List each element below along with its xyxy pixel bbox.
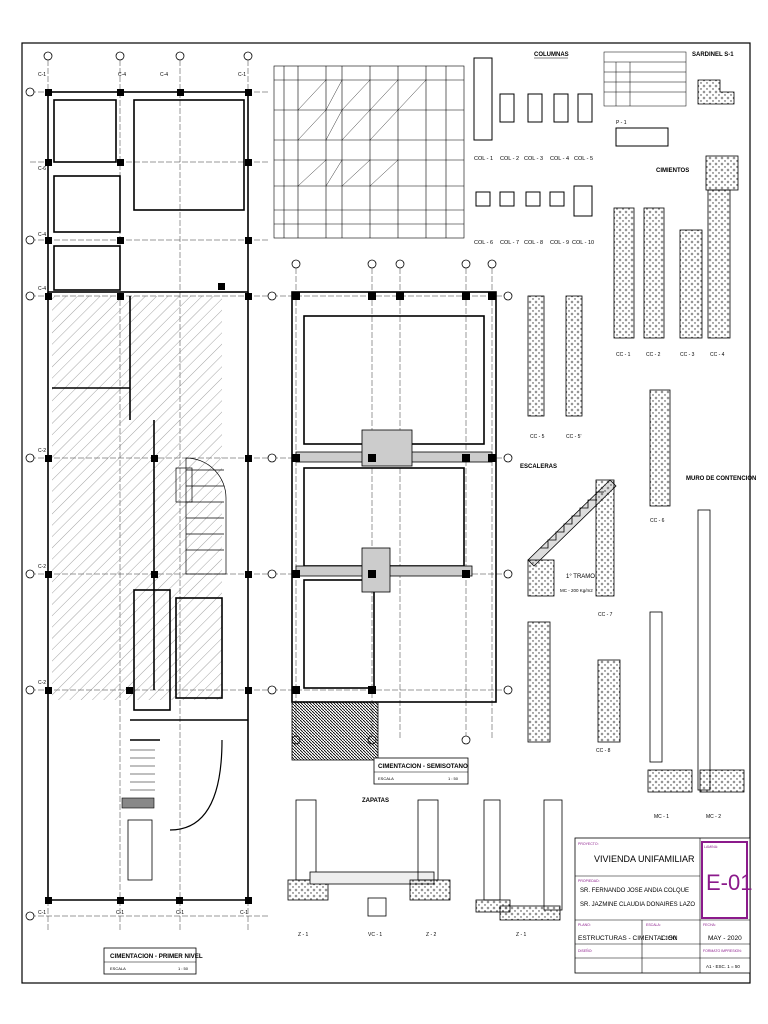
svg-text:CC - 7: CC - 7 (598, 612, 613, 618)
cimientos-section: CIMIENTOS CC - 1 CC - 2 CC - 3 CC - 4 CC - … (527, 155, 739, 524)
sheet-label: LAMINA: (704, 845, 718, 849)
sheet-border (21, 42, 751, 984)
svg-text:C-2: C-2 (38, 680, 46, 686)
columnas-section: COLUMNAS COL - 1 COL - 2 COL - 3 COL - 4 COL… (473, 52, 594, 246)
plan-semisotano-scale-label: ESCALA (378, 776, 394, 781)
plan-primer-nivel-scale-label: ESCALA (110, 966, 126, 971)
title-block: PROYECTO: VIVIENDA UNIFAMILIAR PROPIEDAD… (574, 837, 752, 974)
scale-value: 1 : 50 (660, 935, 677, 942)
sardinel-title: SARDINEL S-1 (692, 52, 734, 58)
svg-text:CC - 6: CC - 6 (650, 518, 665, 524)
escaleras-title: ESCALERAS (520, 464, 557, 470)
svg-text:COL - 4: COL - 4 (550, 156, 569, 162)
plan-semisotano-scale: 1 : 50 (448, 776, 459, 781)
plan-columns (45, 89, 252, 904)
muro-title: MURO DE CONTENCION (686, 476, 756, 482)
svg-text:C-4: C-4 (38, 232, 46, 238)
muro-contencion-section: MURO DE CONTENCION MC - 1 MC - 2 CC - 8 (527, 476, 756, 820)
detail-table-right (603, 51, 687, 107)
columnas-title: COLUMNAS (534, 52, 569, 58)
tramo-label: 1° TRAMO (566, 574, 595, 580)
plan-label: PLANO: (578, 923, 591, 927)
svg-text:C-1: C-1 (176, 910, 184, 916)
svg-text:COL - 8: COL - 8 (524, 240, 543, 246)
owner-label: PROPIEDAD: (578, 879, 600, 883)
stairs-hatch (291, 701, 379, 761)
svg-text:C-2: C-2 (38, 564, 46, 570)
svg-text:COL - 3: COL - 3 (524, 156, 543, 162)
designer-label: DISEÑO: (578, 948, 592, 953)
project-label: PROYECTO: (578, 842, 599, 846)
format-label: FORMATO IMPRESION: (703, 949, 742, 953)
svg-text:COL - 5: COL - 5 (574, 156, 593, 162)
spiral-stair (175, 457, 227, 575)
cimientos-title: CIMIENTOS (656, 168, 689, 174)
svg-text:CC - 3: CC - 3 (680, 352, 695, 358)
axis-bubbles-left (25, 87, 35, 921)
svg-text:C-1: C-1 (240, 910, 248, 916)
plan-semisotano: CIMENTACION - SEMISOTANO ESCALA 1 : 50 (267, 259, 513, 785)
axis-bubbles-top (43, 51, 253, 61)
svg-text:CC - 8: CC - 8 (596, 748, 611, 754)
p1-label: P - 1 (616, 120, 627, 126)
svg-text:C-2: C-2 (38, 448, 46, 454)
svg-text:C-4: C-4 (38, 286, 46, 292)
schedule-table (273, 65, 465, 239)
plan-name: ESTRUCTURAS - CIMENTACION (578, 935, 678, 942)
stair-concrete: MC - 200 Kg/m2 (560, 588, 593, 593)
svg-text:CC - 4: CC - 4 (710, 352, 725, 358)
svg-text:COL - 6: COL - 6 (474, 240, 493, 246)
svg-text:VC - 1: VC - 1 (368, 932, 382, 938)
scale-label: ESCALA: (646, 923, 661, 927)
hatched-slab-area (52, 296, 222, 700)
zapatas-title: ZAPATAS (362, 798, 389, 804)
svg-text:CC - 5': CC - 5' (566, 434, 581, 440)
zapatas-section: ZAPATAS Z - 1 VC - 1 Z - 2 Z - 1 (287, 798, 563, 938)
format-value: A1 - ESC. 1 = 50 (706, 964, 740, 969)
plan-primer-nivel-scale: 1 : 50 (178, 966, 189, 971)
svg-text:COL - 1: COL - 1 (474, 156, 493, 162)
sheet-number-box (701, 841, 748, 919)
svg-text:C-1: C-1 (238, 72, 246, 78)
svg-text:COL - 7: COL - 7 (500, 240, 519, 246)
svg-text:Z - 1: Z - 1 (298, 932, 308, 938)
svg-text:Z - 1: Z - 1 (516, 932, 526, 938)
svg-text:MC - 1: MC - 1 (654, 814, 669, 820)
svg-text:CC - 2: CC - 2 (646, 352, 661, 358)
owner-1: SR. FERNANDO JOSE ANDIA COLQUE (580, 888, 689, 894)
date-label: FECHA: (703, 923, 716, 927)
svg-text:MC - 2: MC - 2 (706, 814, 721, 820)
svg-text:CC - 5: CC - 5 (530, 434, 545, 440)
svg-text:CC - 1: CC - 1 (616, 352, 631, 358)
svg-text:C-1: C-1 (38, 72, 46, 78)
svg-text:COL - 10: COL - 10 (572, 240, 594, 246)
svg-text:COL - 2: COL - 2 (500, 156, 519, 162)
svg-text:C-6: C-6 (38, 166, 46, 172)
svg-text:C-4: C-4 (160, 72, 168, 78)
svg-text:C-1: C-1 (38, 910, 46, 916)
plan-primer-nivel-title: CIMENTACION - PRIMER NIVEL (110, 953, 203, 960)
svg-text:COL - 9: COL - 9 (550, 240, 569, 246)
svg-text:Z - 2: Z - 2 (426, 932, 436, 938)
date-value: MAY - 2020 (708, 935, 742, 942)
project-name: VIVIENDA UNIFAMILIAR (594, 854, 695, 864)
svg-text:C-1: C-1 (116, 910, 124, 916)
escaleras-section: ESCALERAS 1° TRAMO MC - 200 Kg/m2 CC - 7 (520, 464, 617, 618)
sheet-number: E-01 (706, 870, 752, 895)
svg-text:C-4: C-4 (118, 72, 126, 78)
plan-semisotano-title: CIMENTACION - SEMISOTANO (378, 763, 468, 770)
owner-2: SR. JAZMINE CLAUDIA DONAIRES LAZO (580, 902, 695, 908)
